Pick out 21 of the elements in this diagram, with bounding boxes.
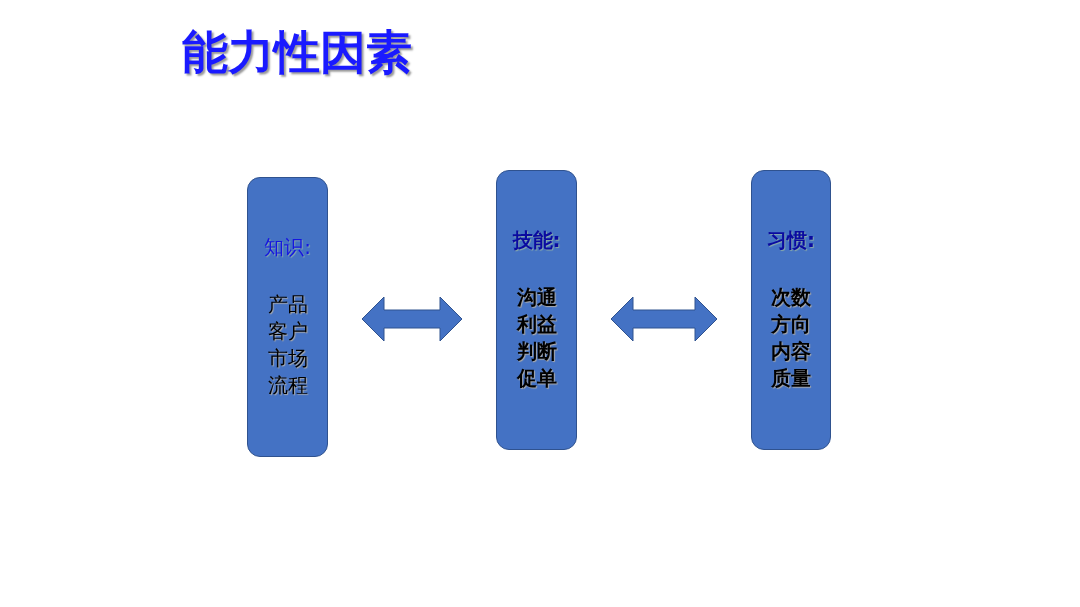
list-item: 沟通 <box>516 284 557 311</box>
double-arrow <box>361 296 463 342</box>
list-item: 内容 <box>771 338 811 365</box>
list-item: 流程 <box>267 372 308 399</box>
list-item: 市场 <box>267 345 308 372</box>
slide-title: 能力性因素 <box>182 24 412 81</box>
rounded-box <box>496 170 577 450</box>
list-item: 利益 <box>516 311 557 338</box>
list-item: 客户 <box>267 318 308 345</box>
list-item: 质量 <box>771 365 811 392</box>
double-arrow <box>610 296 718 342</box>
box-heading: 技能: <box>512 227 561 254</box>
list-item: 次数 <box>771 284 811 311</box>
rounded-box <box>247 177 328 457</box>
box-heading: 习惯: <box>767 227 815 254</box>
list-item: 判断 <box>516 338 557 365</box>
list-item: 方向 <box>771 311 811 338</box>
list-item: 产品 <box>267 291 308 318</box>
box-heading: 知识: <box>264 234 311 261</box>
rounded-box <box>751 170 831 450</box>
list-item: 促单 <box>516 365 557 392</box>
